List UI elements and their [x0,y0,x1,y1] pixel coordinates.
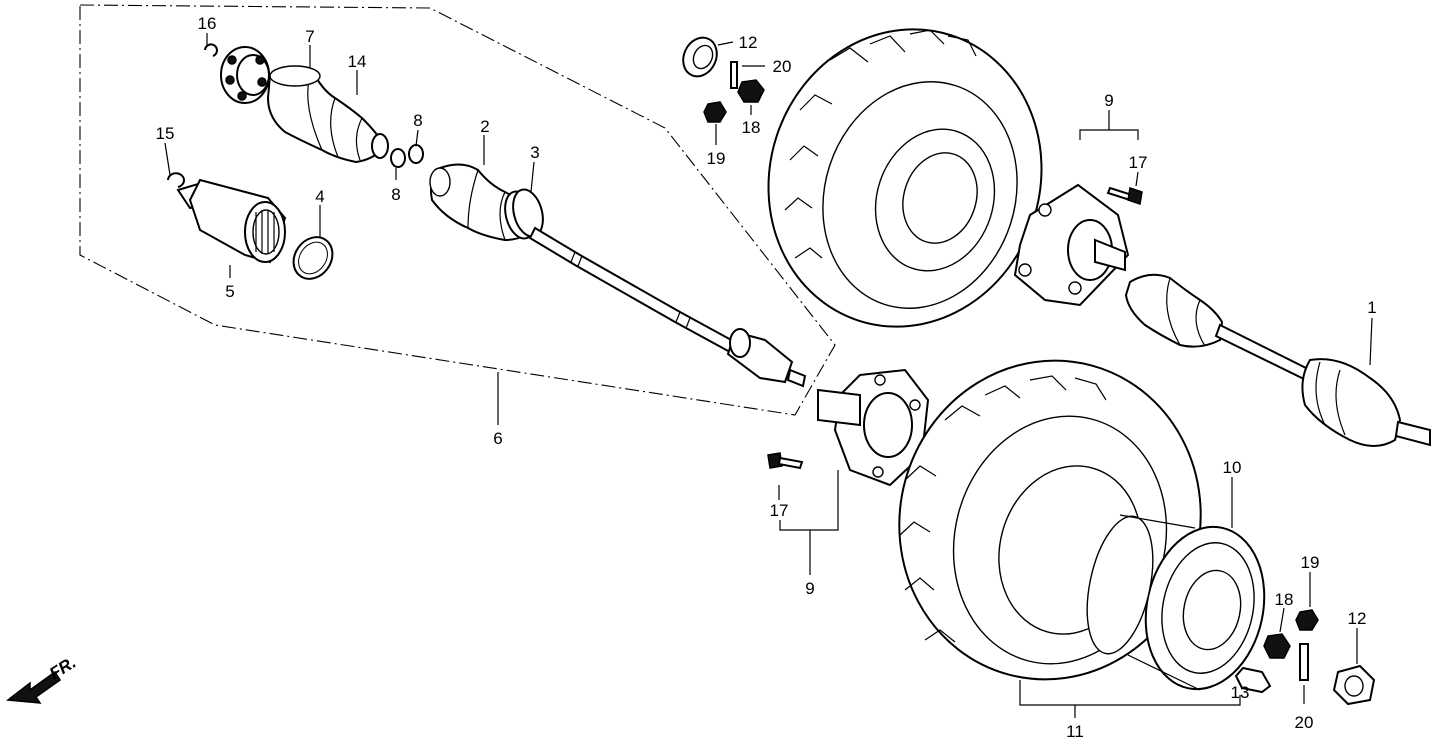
part-14-boot[interactable] [266,65,389,164]
callout-4: 4 [315,187,324,206]
callout-18b: 18 [1275,590,1294,609]
callout-18a: 18 [742,118,761,137]
part-9-hub-upper[interactable] [1013,183,1130,307]
part-20-cotter-pin-lower[interactable] [1299,643,1309,681]
callout-19a: 19 [707,149,726,168]
callout-19b: 19 [1301,553,1320,572]
callout-10: 10 [1223,458,1242,477]
part-18-castle-nut-top[interactable] [737,79,765,103]
callout-17a: 17 [1129,153,1148,172]
callout-13: 13 [1231,683,1250,702]
part-12-hub-nut-cap-top[interactable] [677,32,723,82]
callout-12b: 12 [1348,609,1367,628]
part-20-cotter-pin-top[interactable] [730,61,738,89]
part-16-circlip[interactable] [204,43,218,57]
callout-20a: 20 [773,57,792,76]
part-18-castle-nut-lower[interactable] [1263,633,1291,659]
callout-6: 6 [493,429,502,448]
tire-upper[interactable] [730,0,1079,362]
front-direction-arrow: FR. [6,653,79,704]
part-1-drive-shaft[interactable] [1124,273,1431,447]
part-17-bolt-upper[interactable] [1106,186,1143,205]
callout-11: 11 [1066,722,1084,741]
part-7-inner-race[interactable] [220,46,270,104]
part-13-bolt[interactable] [1234,666,1272,694]
part-15-circlip[interactable] [167,172,185,188]
callout-7: 7 [305,27,314,46]
part-10-wheel-rim[interactable] [1076,510,1279,700]
callout-15: 15 [156,124,175,143]
callout-14: 14 [348,52,367,71]
callout-1: 1 [1367,298,1376,317]
callout-9a: 9 [1104,91,1113,110]
callout-12a: 12 [739,33,758,52]
part-4-snap-ring[interactable] [286,230,341,287]
leader-lines [164,33,1373,718]
front-drive-shaft[interactable] [528,226,807,388]
callout-20b: 20 [1295,713,1314,732]
callout-9b: 9 [805,579,814,598]
callout-2: 2 [480,117,489,136]
callout-8a: 8 [413,111,422,130]
assembly-6-outline [79,4,836,416]
part-8-boot-band-a[interactable] [390,148,406,168]
callout-16: 16 [198,14,217,33]
part-8-boot-band-b[interactable] [408,144,424,164]
part-9-hub-lower[interactable] [817,368,930,487]
part-19-nut-lower[interactable] [1295,609,1319,631]
callout-17b: 17 [770,501,789,520]
callout-8b: 8 [391,185,400,204]
callout-labels: 1 2 3 4 5 6 7 8 8 9 9 10 11 12 12 13 14 … [156,14,1377,741]
callout-5: 5 [225,282,234,301]
part-5-joint-housing[interactable] [176,178,287,264]
callout-3: 3 [530,143,539,162]
part-3-boot-band[interactable] [500,186,547,242]
part-12-hub-nut-cap-lower[interactable] [1332,664,1376,706]
part-17-bolt-lower[interactable] [767,452,804,470]
part-19-nut-top[interactable] [703,101,727,123]
